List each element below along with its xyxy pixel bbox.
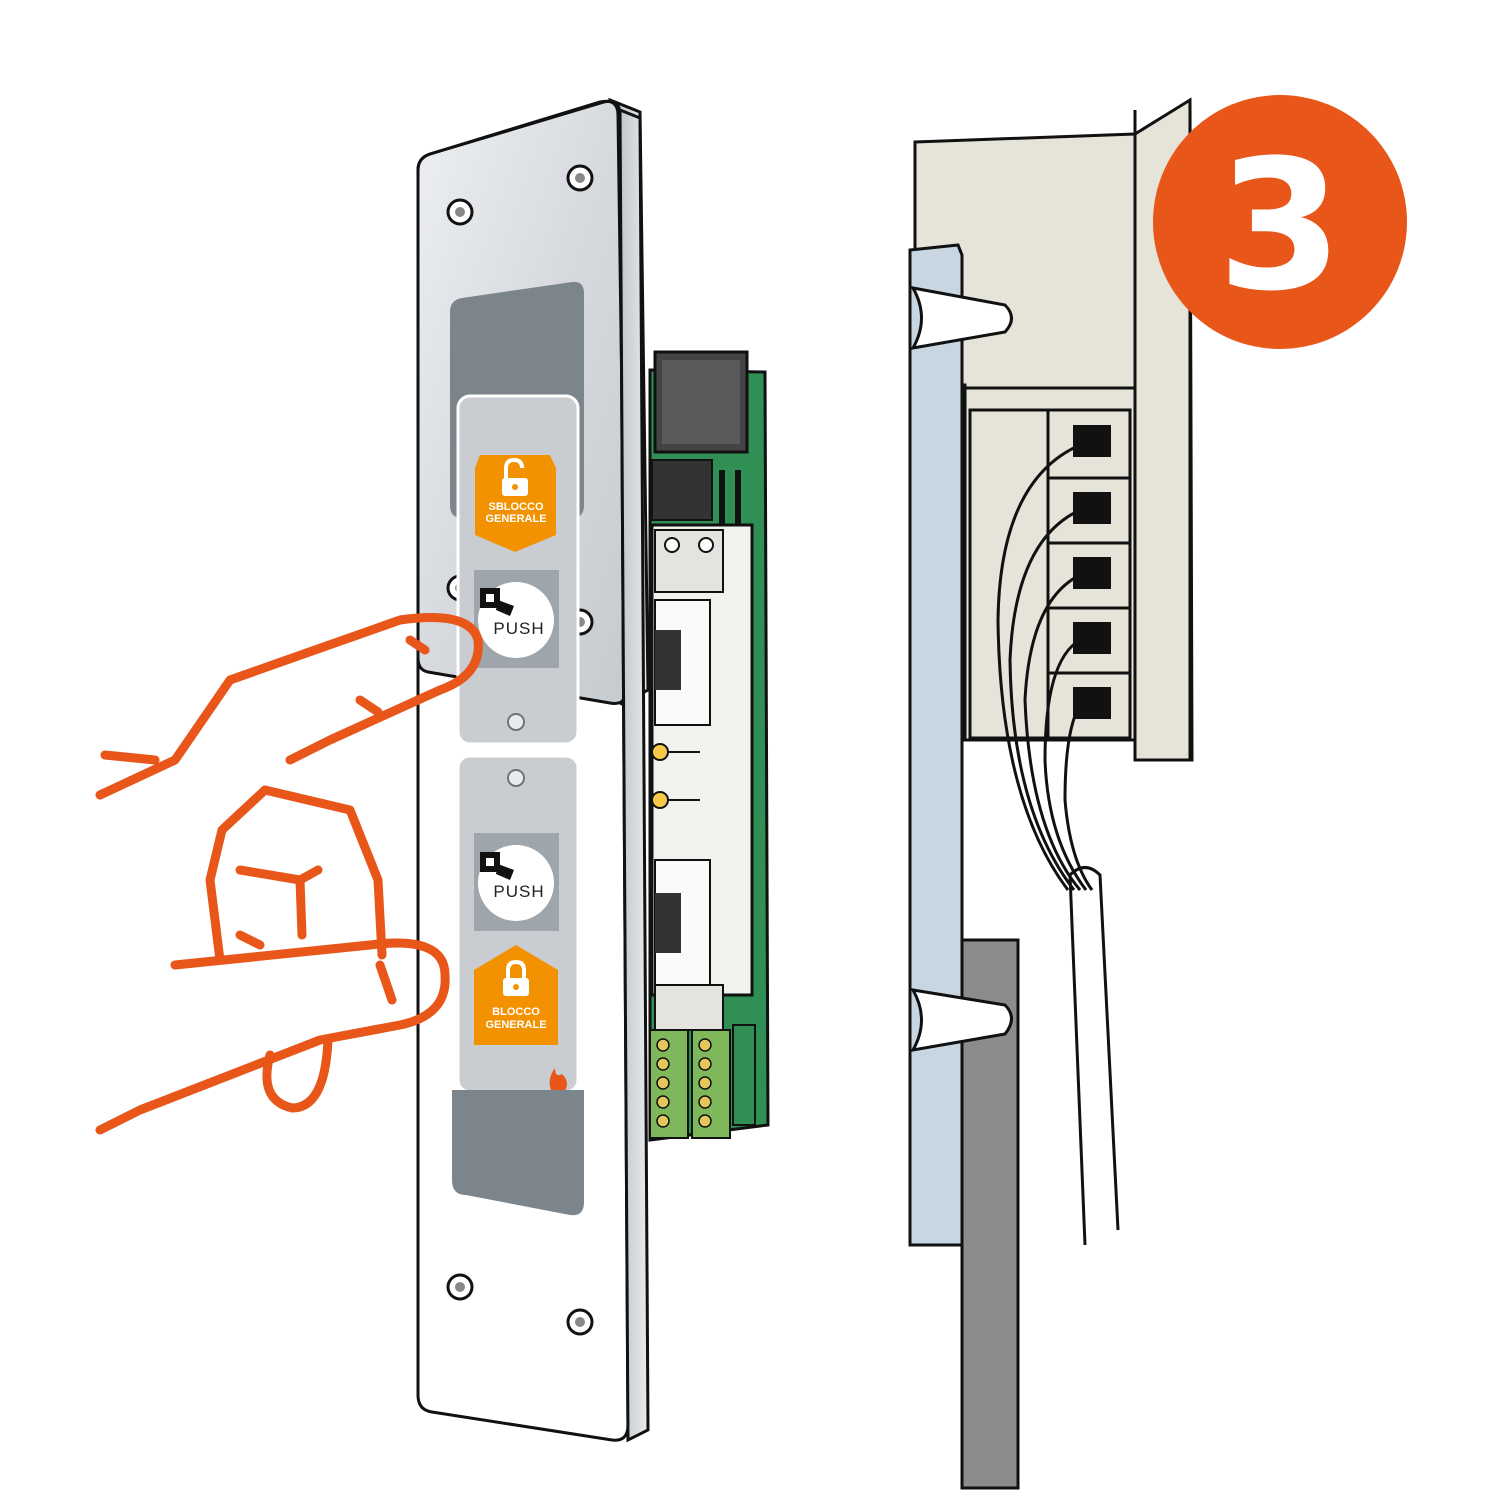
key-icon bbox=[480, 852, 514, 880]
module-body bbox=[648, 350, 770, 1142]
terminal-block-left bbox=[649, 1029, 689, 1139]
key-icon bbox=[480, 588, 514, 616]
padlock-open-icon bbox=[502, 457, 528, 496]
lock-label-line1: BLOCCO bbox=[492, 1006, 540, 1018]
led-2 bbox=[651, 791, 669, 809]
push-button-lock[interactable]: PUSH bbox=[474, 833, 559, 931]
terminal-4 bbox=[1073, 622, 1111, 654]
terminal-block-right bbox=[691, 1029, 731, 1139]
pin-header bbox=[651, 459, 713, 521]
led-1 bbox=[651, 743, 669, 761]
padlock-closed-icon bbox=[503, 959, 529, 996]
face-plate-full bbox=[416, 99, 650, 1443]
indicator-led-top bbox=[507, 713, 525, 731]
wires bbox=[996, 443, 1094, 891]
unlock-label-line2: GENERALE bbox=[485, 513, 546, 525]
push-label-unlock: PUSH bbox=[493, 619, 544, 638]
flame-icon bbox=[549, 1068, 567, 1094]
pointing-hand-icon bbox=[95, 613, 483, 1135]
lock-label: BLOCCO GENERALE bbox=[474, 945, 558, 1045]
cable-sheath bbox=[1068, 866, 1120, 1246]
terminal-1 bbox=[1073, 425, 1111, 457]
terminal-2 bbox=[1073, 492, 1111, 524]
push-label-lock: PUSH bbox=[493, 882, 544, 901]
lock-label-line2: GENERALE bbox=[485, 1019, 546, 1031]
face-plate: SBLOCCO GENERALE PUSH PUSH bbox=[416, 97, 650, 1094]
fixing-clip-lower bbox=[910, 988, 1013, 1053]
plaster-layer bbox=[908, 243, 964, 1247]
wall-section bbox=[908, 97, 1194, 1490]
push-button-unlock[interactable]: PUSH bbox=[474, 570, 559, 668]
indicator-led-bottom bbox=[507, 769, 525, 787]
unlock-label: SBLOCCO GENERALE bbox=[475, 455, 556, 552]
fixing-clip-upper bbox=[910, 285, 1013, 351]
unlock-label-line1: SBLOCCO bbox=[489, 501, 544, 513]
terminal-5 bbox=[1073, 687, 1111, 719]
terminal-3 bbox=[1073, 557, 1111, 589]
step-badge: 3 bbox=[1153, 95, 1407, 349]
step-number: 3 bbox=[1217, 122, 1342, 331]
